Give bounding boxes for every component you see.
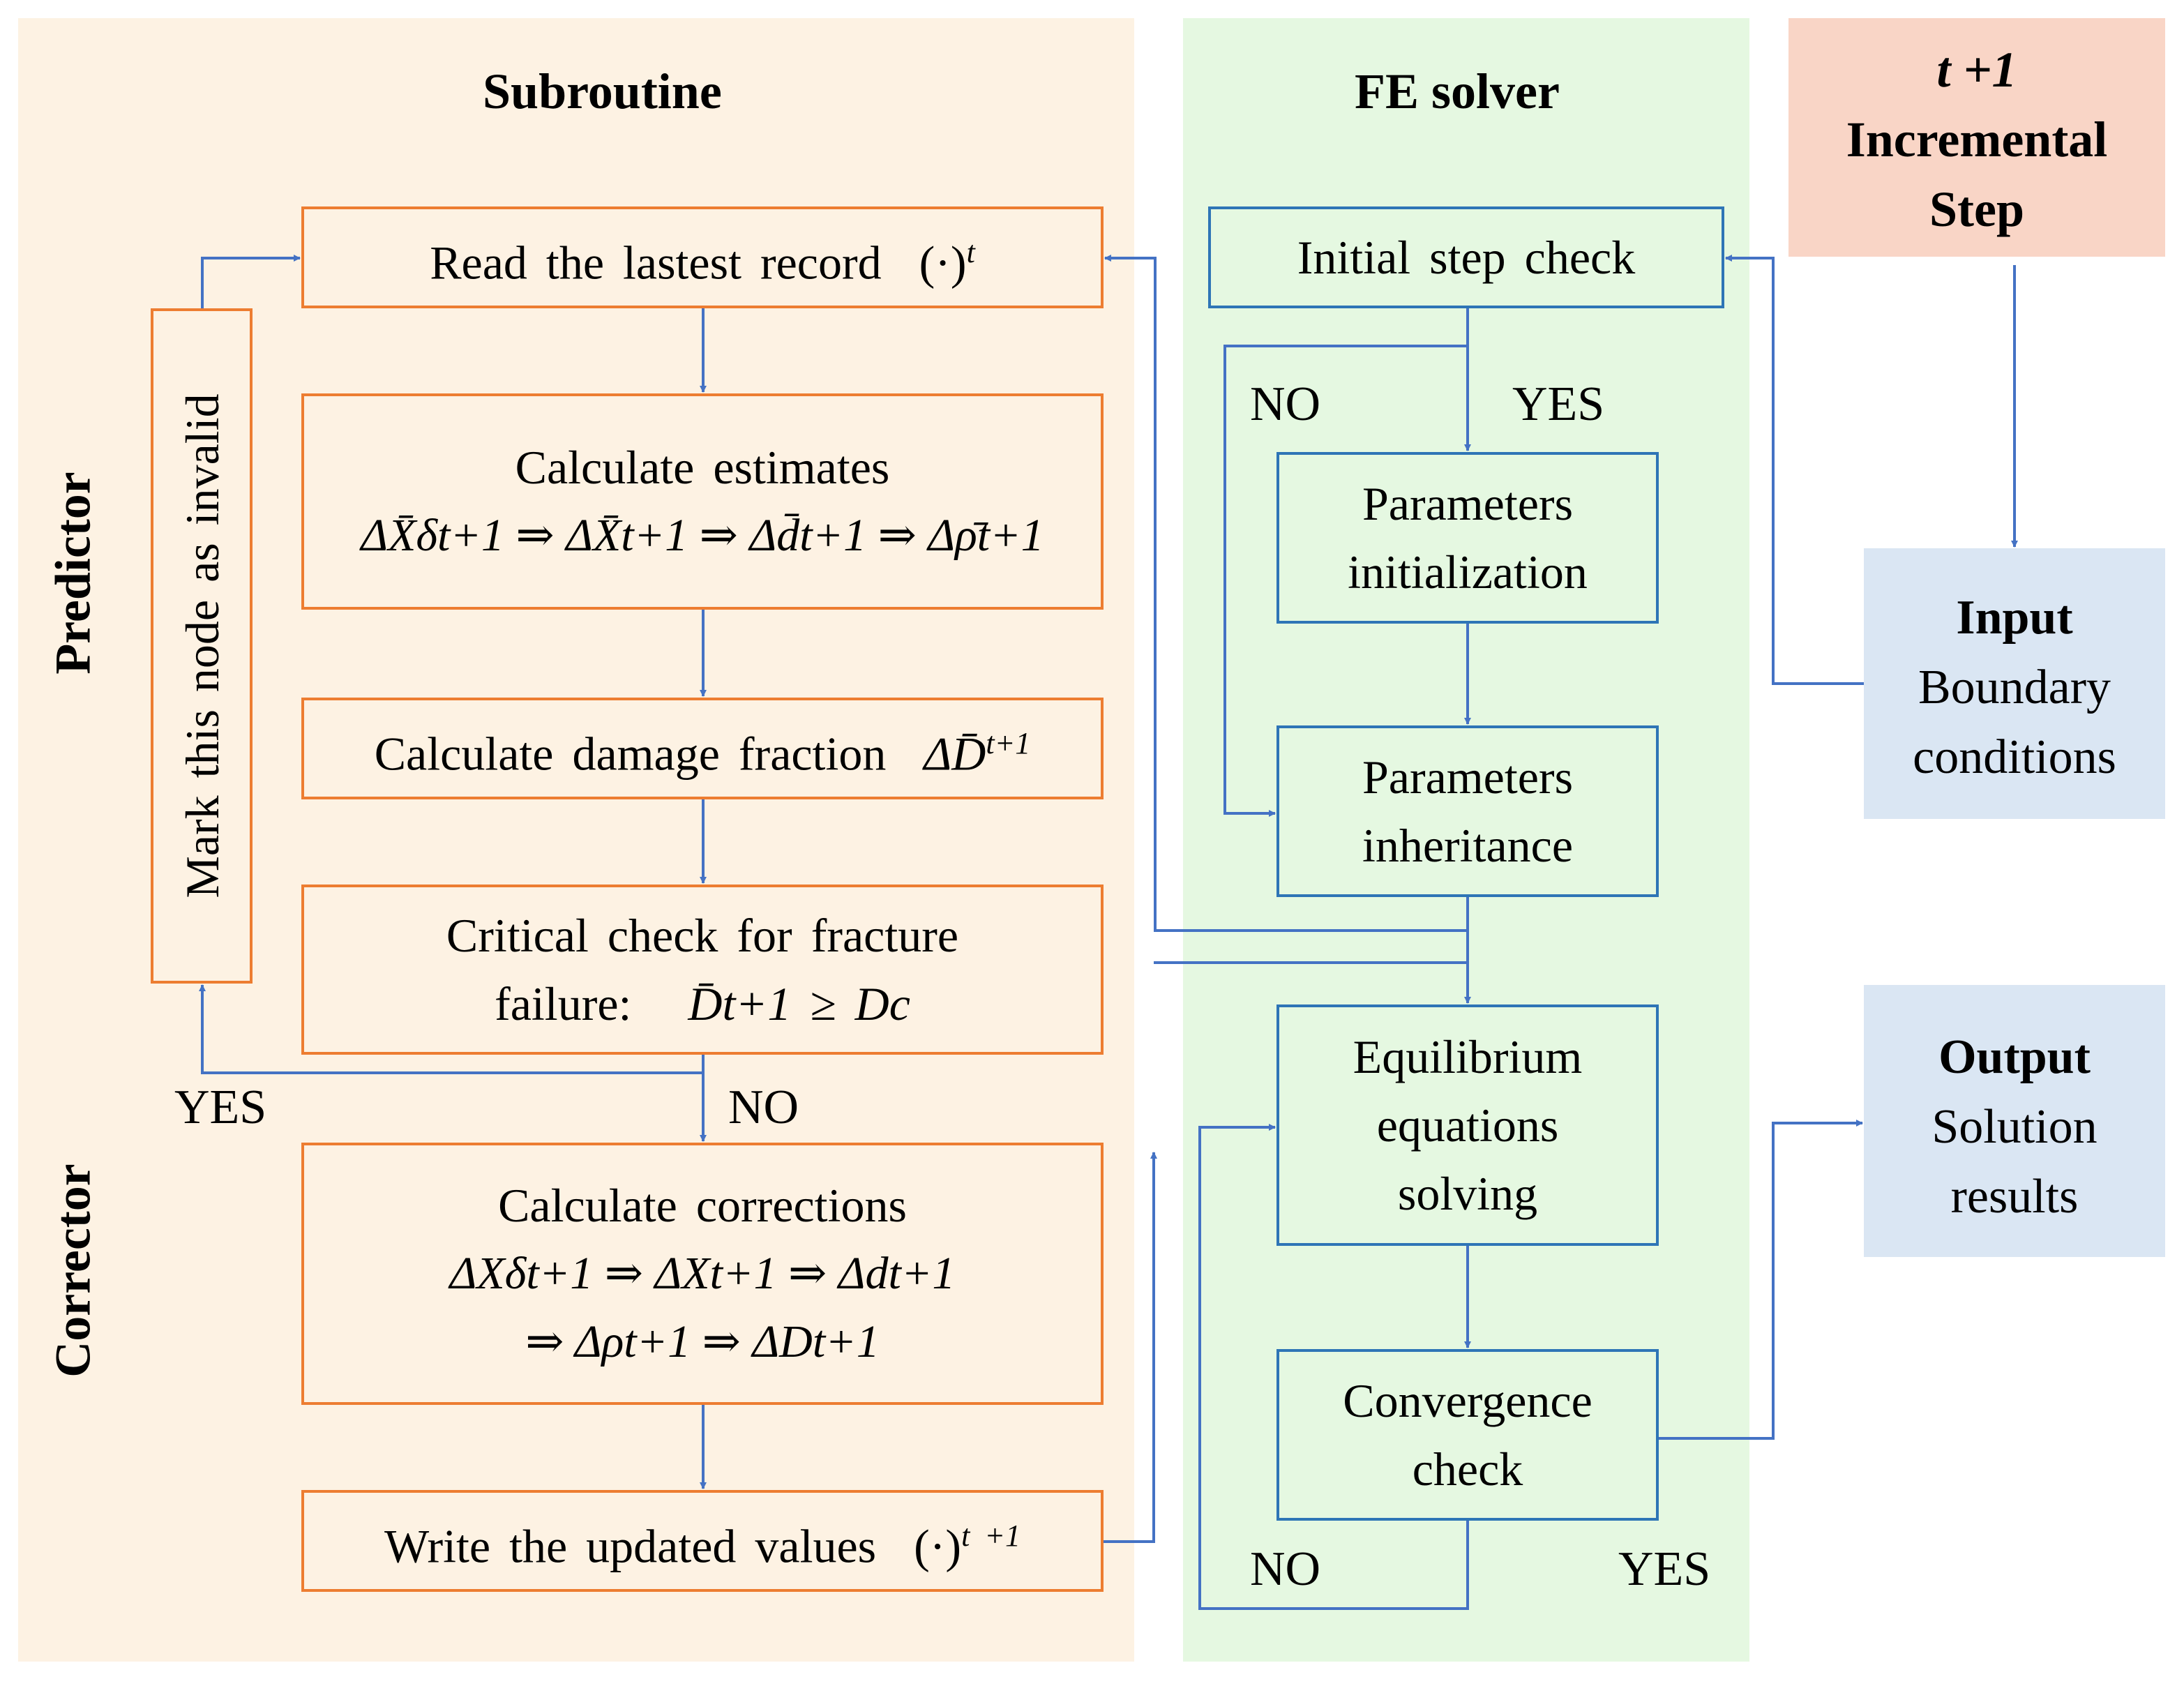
incremental-step-t: t +1 bbox=[1936, 42, 2017, 98]
fe-solver-title: FE solver bbox=[1355, 63, 1560, 119]
arrow-write-to-solver bbox=[1104, 1152, 1157, 1543]
damage-math: ΔD̄ bbox=[924, 727, 986, 781]
read-record-box: Read the lastest record (·)t bbox=[301, 206, 1104, 308]
params-inherit-line1: Parameters bbox=[1362, 751, 1574, 804]
incremental-step-line3: Step bbox=[1929, 181, 2025, 237]
estimates-title: Calculate estimates bbox=[515, 441, 890, 494]
critical-failure-label: failure: bbox=[495, 977, 632, 1030]
output-block: Output Solution results bbox=[1864, 1023, 2165, 1232]
write-values-math: (·) bbox=[914, 1519, 962, 1573]
corrections-box: Calculate corrections ΔXδt+1 ⇒ ΔXt+1 ⇒ Δ… bbox=[301, 1143, 1104, 1405]
critical-math: D̄t+1 ≥ Dc bbox=[688, 977, 910, 1030]
read-record-text: Read the lastest record (·)t bbox=[430, 218, 975, 297]
incremental-step-header: t +1 Incremental Step bbox=[1788, 35, 2165, 244]
incremental-step-panel bbox=[1788, 18, 2165, 257]
params-init-line1: Parameters bbox=[1362, 477, 1574, 530]
critical-no-label: NO bbox=[728, 1081, 799, 1134]
damage-sup: t+1 bbox=[986, 725, 1031, 760]
corrections-line2: ⇒ Δρt+1 ⇒ ΔDt+1 bbox=[525, 1316, 880, 1367]
equilibrium-line3: solving bbox=[1397, 1167, 1538, 1220]
input-block: Input Boundary conditions bbox=[1864, 583, 2165, 792]
corrections-line1: ΔXδt+1 ⇒ ΔXt+1 ⇒ Δdt+1 bbox=[449, 1248, 956, 1299]
input-line1: Boundary bbox=[1918, 661, 2111, 714]
read-record-sup: t bbox=[966, 234, 975, 269]
output-panel bbox=[1864, 985, 2165, 1257]
input-title: Input bbox=[1956, 591, 2073, 645]
write-values-box: Write the updated values (·)t +1 bbox=[301, 1490, 1104, 1592]
estimates-box: Calculate estimates ΔX̄δt+1 ⇒ ΔX̄t+1 ⇒ Δ… bbox=[301, 393, 1104, 610]
arrow-initial-to-inherit bbox=[1223, 345, 1468, 817]
convergence-no-label: NO bbox=[1250, 1542, 1321, 1596]
read-record-math: (·) bbox=[919, 236, 967, 289]
read-record-label: Read the lastest record bbox=[430, 236, 882, 289]
params-init-line2: initialization bbox=[1348, 545, 1588, 599]
arrow-inherit-to-read bbox=[1104, 255, 1468, 932]
write-values-sup: t +1 bbox=[961, 1518, 1021, 1553]
equilibrium-line2: equations bbox=[1376, 1099, 1559, 1152]
convergence-yes-label: YES bbox=[1618, 1542, 1711, 1596]
damage-text: Calculate damage fraction ΔD̄t+1 bbox=[375, 709, 1031, 788]
incremental-step-line2: Incremental bbox=[1846, 112, 2108, 167]
input-panel bbox=[1864, 548, 2165, 819]
estimates-formula: ΔX̄δt+1 ⇒ ΔX̄t+1 ⇒ Δd̄t+1 ⇒ Δρ̄t+1 bbox=[361, 510, 1044, 561]
params-inherit-line2: inheritance bbox=[1362, 819, 1574, 872]
arrow-convergence-to-output bbox=[1659, 1120, 1863, 1440]
output-line1: Solution bbox=[1931, 1100, 2098, 1154]
initial-step-check-text: Initial step check bbox=[1297, 231, 1636, 284]
damage-box: Calculate damage fraction ΔD̄t+1 bbox=[301, 698, 1104, 799]
critical-check-box: Critical check for fracture failure: D̄t… bbox=[301, 885, 1104, 1055]
subroutine-title: Subroutine bbox=[483, 63, 722, 119]
equilibrium-box: Equilibrium equations solving bbox=[1276, 1004, 1659, 1246]
arrow-convergence-no-loop bbox=[1198, 1124, 1469, 1610]
convergence-line1: Convergence bbox=[1343, 1374, 1592, 1427]
equilibrium-line1: Equilibrium bbox=[1353, 1030, 1583, 1083]
corrections-title: Calculate corrections bbox=[498, 1179, 907, 1232]
arrow-input-to-initial bbox=[1725, 255, 1864, 685]
critical-line2: failure: D̄t+1 ≥ Dc bbox=[495, 970, 910, 1038]
write-values-label: Write the updated values bbox=[384, 1519, 877, 1573]
input-line2: conditions bbox=[1913, 730, 2116, 784]
convergence-line2: check bbox=[1412, 1443, 1523, 1496]
critical-yes-label: YES bbox=[174, 1081, 267, 1134]
params-init-box: Parameters initialization bbox=[1276, 452, 1659, 624]
initial-step-check-box: Initial step check bbox=[1208, 206, 1724, 308]
critical-line1: Critical check for fracture bbox=[446, 909, 959, 962]
initial-no-label: NO bbox=[1250, 377, 1321, 431]
subroutine-panel bbox=[18, 18, 1134, 1662]
mark-invalid-box bbox=[151, 308, 253, 984]
params-inherit-box: Parameters inheritance bbox=[1276, 725, 1659, 897]
initial-yes-label: YES bbox=[1512, 377, 1605, 431]
convergence-box: Convergence check bbox=[1276, 1349, 1659, 1521]
output-title: Output bbox=[1938, 1030, 2091, 1084]
write-values-text: Write the updated values (·)t +1 bbox=[384, 1502, 1021, 1581]
arrow-mark-to-read bbox=[201, 255, 301, 308]
output-line2: results bbox=[1950, 1170, 2079, 1224]
damage-label: Calculate damage fraction bbox=[374, 727, 887, 781]
arrow-critical-to-mark bbox=[199, 984, 703, 1074]
